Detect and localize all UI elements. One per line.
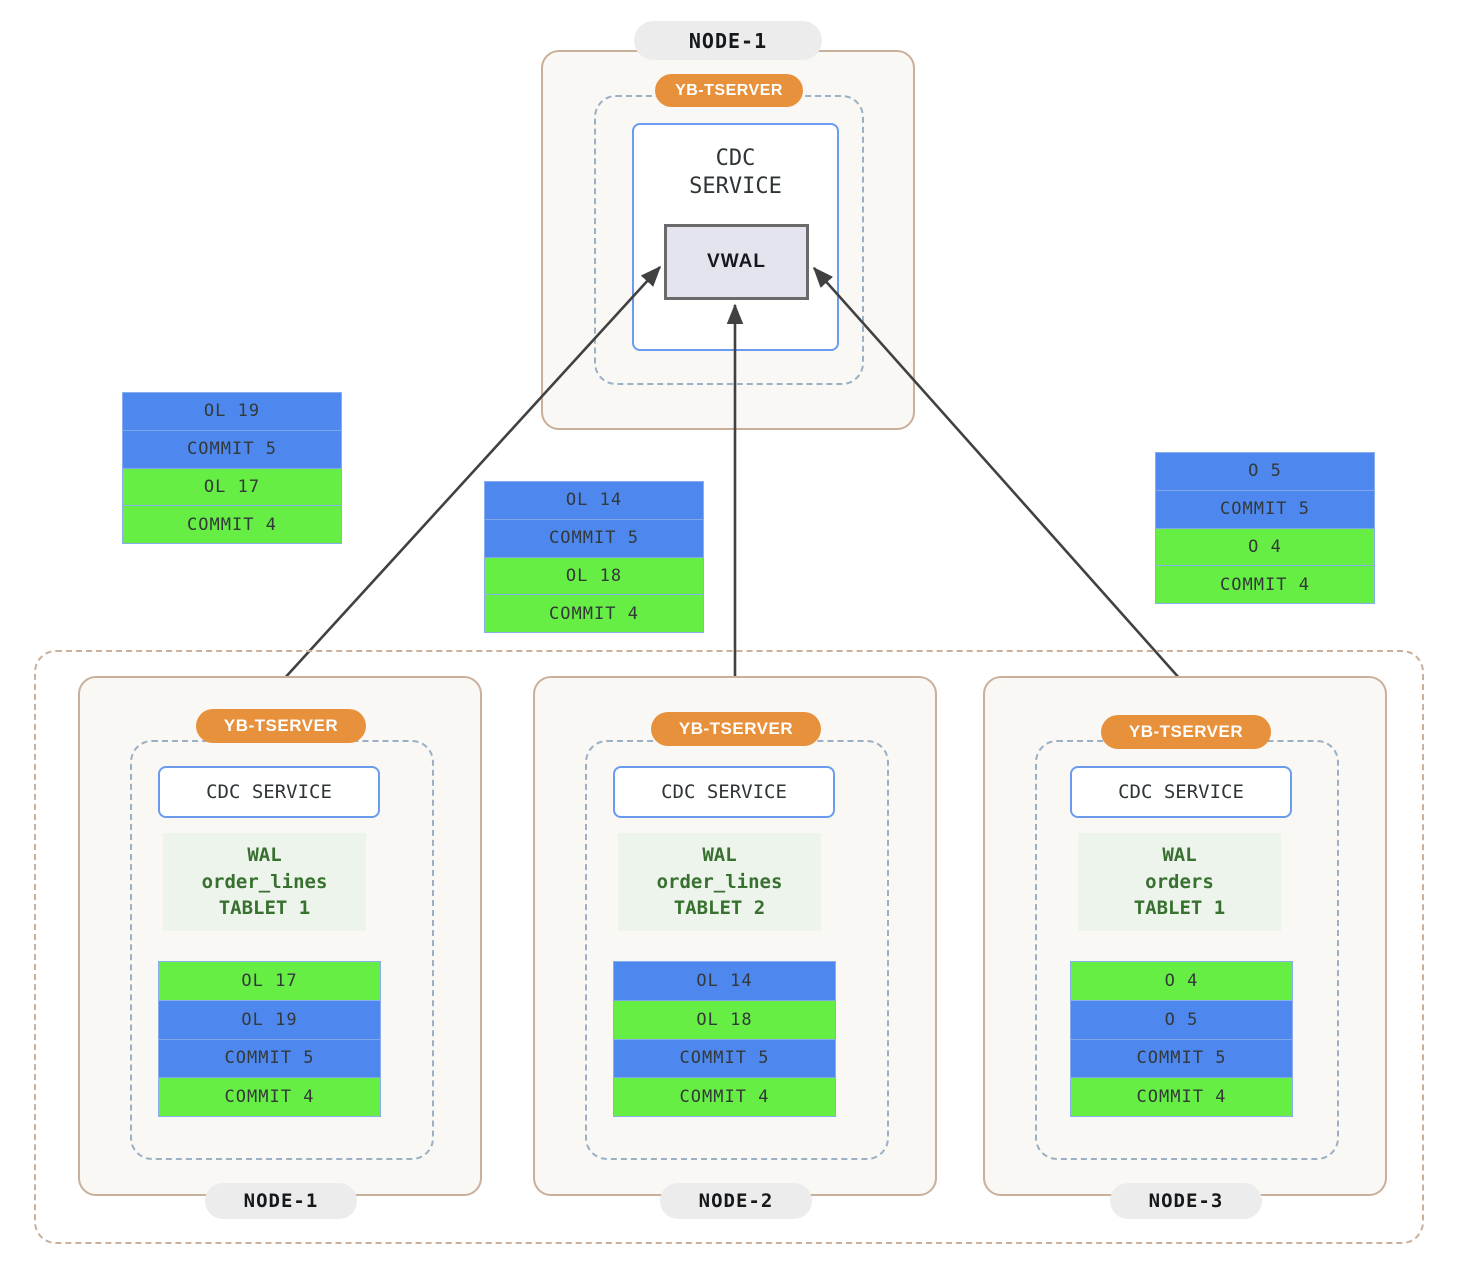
wal-title: WAL xyxy=(1162,843,1197,866)
bottom-cdc-service-box-3: CDC SERVICE xyxy=(1070,766,1292,818)
vwal-box: VWAL xyxy=(664,224,809,300)
top-node-label: NODE-1 xyxy=(634,21,822,60)
record-chip: COMMIT 4 xyxy=(1156,566,1374,603)
wal-title: WAL xyxy=(702,843,737,866)
right-record-stack: O 5 COMMIT 5 O 4 COMMIT 4 xyxy=(1155,452,1375,604)
middle-record-stack: OL 14 COMMIT 5 OL 18 COMMIT 4 xyxy=(484,481,704,633)
bottom-record-stack-3: O 4 O 5 COMMIT 5 COMMIT 4 xyxy=(1070,961,1293,1117)
record-chip: O 4 xyxy=(1156,528,1374,567)
record-chip: COMMIT 4 xyxy=(123,506,341,543)
record-chip: COMMIT 5 xyxy=(485,519,703,558)
bottom-tserver-label-2[interactable]: YB-TSERVER xyxy=(651,712,821,746)
record-chip: COMMIT 5 xyxy=(1156,490,1374,529)
record-chip: COMMIT 4 xyxy=(159,1078,380,1116)
bottom-node-label-1: NODE-1 xyxy=(205,1183,357,1219)
wal-tablet: TABLET 1 xyxy=(218,897,311,920)
cluster-outline xyxy=(34,650,1424,1244)
bottom-node-card-2 xyxy=(533,676,937,1196)
record-chip: COMMIT 5 xyxy=(1071,1039,1292,1079)
record-chip: COMMIT 5 xyxy=(614,1039,835,1079)
record-chip: COMMIT 5 xyxy=(159,1039,380,1079)
record-chip: O 5 xyxy=(1156,453,1374,491)
bottom-wal-box-2: WAL order_lines TABLET 2 xyxy=(618,833,821,931)
bottom-cdc-service-box-2: CDC SERVICE xyxy=(613,766,835,818)
bottom-wal-box-1: WAL order_lines TABLET 1 xyxy=(163,833,366,931)
bottom-record-stack-1: OL 17 OL 19 COMMIT 5 COMMIT 4 xyxy=(158,961,381,1117)
wal-table: order_lines xyxy=(201,870,328,893)
record-chip: COMMIT 5 xyxy=(123,430,341,469)
top-tserver-label: YB-TSERVER xyxy=(655,74,803,107)
wal-tablet: TABLET 2 xyxy=(673,897,766,920)
bottom-tserver-label-1[interactable]: YB-TSERVER xyxy=(196,709,366,743)
wal-table: order_lines xyxy=(656,870,783,893)
bottom-tserver-label-3[interactable]: YB-TSERVER xyxy=(1101,715,1271,749)
record-chip: COMMIT 4 xyxy=(485,595,703,632)
record-chip: COMMIT 4 xyxy=(1071,1078,1292,1116)
record-chip: OL 17 xyxy=(123,468,341,507)
bottom-node-label-3: NODE-3 xyxy=(1110,1183,1262,1219)
wal-tablet: TABLET 1 xyxy=(1133,897,1226,920)
record-chip: OL 14 xyxy=(614,962,835,1001)
bottom-node-label-2: NODE-2 xyxy=(660,1183,812,1219)
record-chip: OL 17 xyxy=(159,962,380,1001)
left-record-stack: OL 19 COMMIT 5 OL 17 COMMIT 4 xyxy=(122,392,342,544)
record-chip: OL 18 xyxy=(485,557,703,596)
record-chip: O 5 xyxy=(1071,1000,1292,1040)
record-chip: COMMIT 4 xyxy=(614,1078,835,1116)
bottom-node-card-1 xyxy=(78,676,482,1196)
wal-table: orders xyxy=(1145,870,1214,893)
record-chip: OL 18 xyxy=(614,1000,835,1040)
bottom-cdc-service-box-1: CDC SERVICE xyxy=(158,766,380,818)
record-chip: OL 14 xyxy=(485,482,703,520)
wal-title: WAL xyxy=(247,843,282,866)
record-chip: O 4 xyxy=(1071,962,1292,1001)
record-chip: OL 19 xyxy=(159,1000,380,1040)
bottom-wal-box-3: WAL orders TABLET 1 xyxy=(1078,833,1281,931)
record-chip: OL 19 xyxy=(123,393,341,431)
bottom-record-stack-2: OL 14 OL 18 COMMIT 5 COMMIT 4 xyxy=(613,961,836,1117)
